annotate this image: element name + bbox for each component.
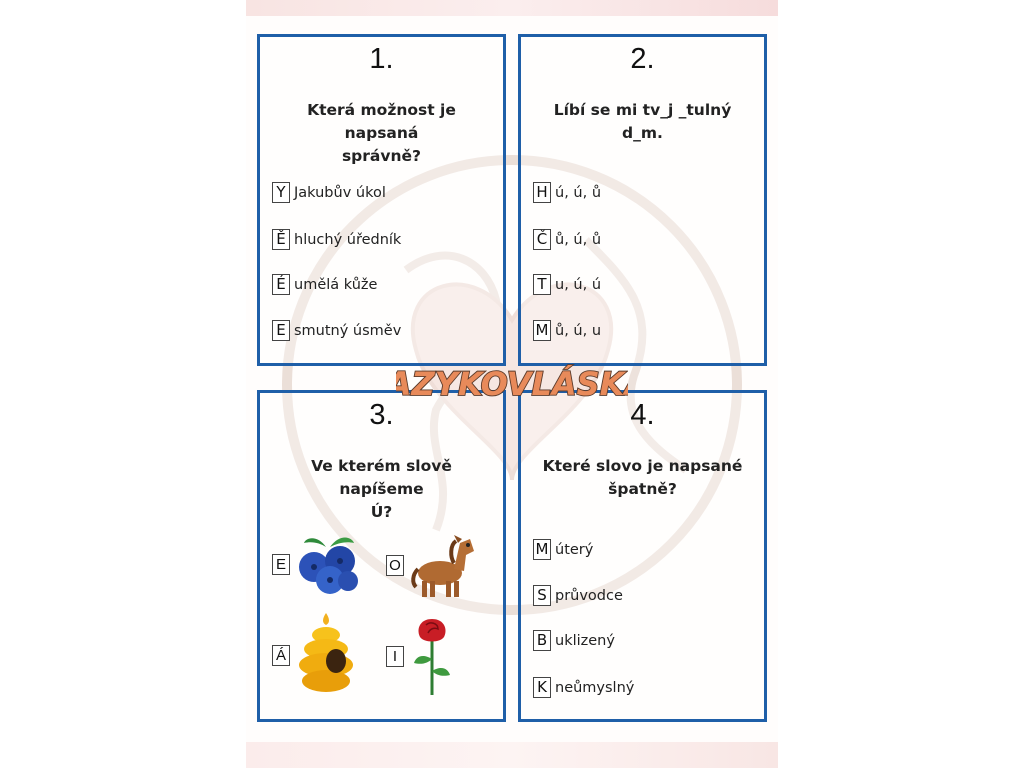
answer-text: uklizený bbox=[555, 632, 615, 649]
question-text: Líbí se mi tv_j _tulný d_m. bbox=[533, 99, 752, 145]
question-line-1: Líbí se mi tv_j _tulný d_m. bbox=[553, 101, 732, 142]
question-card-3: 3. Ve kterém slově napíšeme Ú? E O bbox=[257, 390, 506, 722]
answer-text: průvodce bbox=[555, 587, 623, 604]
answer-option[interactable]: Č ů, ú, ů bbox=[533, 229, 601, 250]
answer-option[interactable]: E smutný úsměv bbox=[272, 320, 401, 341]
answer-option[interactable]: É umělá kůže bbox=[272, 274, 377, 295]
question-card-2: 2. Líbí se mi tv_j _tulný d_m. H ú, ú, ů… bbox=[518, 34, 767, 366]
answer-letter-box: H bbox=[533, 182, 551, 203]
answer-letter-box: Á bbox=[272, 644, 290, 666]
picture-option[interactable]: Á bbox=[272, 613, 356, 697]
beehive-icon bbox=[299, 613, 353, 692]
logo-text: JAZYKOVLÁSKA bbox=[396, 365, 628, 403]
answer-text: ú, ú, ů bbox=[555, 184, 602, 201]
answer-letter-box: M bbox=[533, 320, 551, 341]
answer-text: ů, ú, ů bbox=[555, 231, 602, 248]
worksheet-page: 1. Která možnost je napsaná správně? Y J… bbox=[246, 0, 778, 768]
question-line-1: Které slovo je napsané bbox=[542, 457, 743, 475]
question-card-4: 4. Které slovo je napsané špatně? M úter… bbox=[518, 390, 767, 722]
question-line-1: Která možnost je napsaná bbox=[307, 101, 456, 142]
answer-option[interactable]: B uklizený bbox=[533, 630, 615, 651]
question-line-2: špatně? bbox=[608, 480, 677, 498]
answer-letter-box: B bbox=[533, 630, 551, 651]
answer-letter-box: Y bbox=[272, 182, 290, 203]
globe-heart-watermark-icon bbox=[282, 155, 742, 615]
horse-icon bbox=[411, 535, 474, 597]
answer-text: umělá kůže bbox=[294, 276, 378, 293]
answer-letter-box: É bbox=[272, 274, 290, 295]
question-number: 1. bbox=[369, 43, 394, 75]
picture-option[interactable]: O bbox=[386, 529, 476, 601]
answer-letter-box: Ě bbox=[272, 229, 290, 250]
answer-option[interactable]: Y Jakubův úkol bbox=[272, 182, 386, 203]
rose-icon bbox=[414, 619, 450, 695]
question-text: Které slovo je napsané špatně? bbox=[533, 455, 752, 501]
question-line-2: Ú? bbox=[370, 503, 393, 521]
question-number: 2. bbox=[630, 43, 655, 75]
picture-option[interactable]: I bbox=[386, 615, 454, 697]
top-decor-strip bbox=[246, 0, 778, 16]
answer-option[interactable]: M úterý bbox=[533, 539, 593, 560]
answer-option[interactable]: T u, ú, ú bbox=[533, 274, 601, 295]
question-number: 3. bbox=[369, 399, 394, 431]
answer-letter-box: O bbox=[386, 554, 404, 576]
question-line-2: správně? bbox=[341, 147, 422, 165]
picture-option[interactable]: E bbox=[272, 533, 362, 595]
answer-letter-box: Č bbox=[533, 229, 551, 250]
answer-letter-box: I bbox=[386, 645, 404, 667]
answer-text: úterý bbox=[555, 541, 594, 558]
answer-text: neůmyslný bbox=[555, 679, 635, 696]
answer-letter-box: T bbox=[533, 274, 551, 295]
question-text: Která možnost je napsaná správně? bbox=[272, 99, 491, 168]
answer-letter-box: E bbox=[272, 553, 290, 575]
question-number: 4. bbox=[630, 399, 655, 431]
answer-text: hluchý úředník bbox=[294, 231, 402, 248]
answer-text: smutný úsměv bbox=[294, 322, 402, 339]
answer-letter-box: M bbox=[533, 539, 551, 560]
answer-option[interactable]: K neůmyslný bbox=[533, 677, 634, 698]
answer-option[interactable]: M ů, ú, u bbox=[533, 320, 601, 341]
jazykovlaska-logo: JAZYKOVLÁSKA bbox=[396, 364, 628, 404]
answer-letter-box: K bbox=[533, 677, 551, 698]
question-card-1: 1. Která možnost je napsaná správně? Y J… bbox=[257, 34, 506, 366]
blueberries-icon bbox=[299, 537, 358, 594]
answer-text: ů, ú, u bbox=[555, 322, 602, 339]
answer-text: Jakubův úkol bbox=[294, 184, 386, 201]
answer-option[interactable]: Ě hluchý úředník bbox=[272, 229, 401, 250]
answer-letter-box: S bbox=[533, 585, 551, 606]
bottom-decor-strip bbox=[246, 742, 778, 768]
question-line-1: Ve kterém slově napíšeme bbox=[311, 457, 452, 498]
answer-letter-box: E bbox=[272, 320, 290, 341]
answer-option[interactable]: S průvodce bbox=[533, 585, 623, 606]
answer-option[interactable]: H ú, ú, ů bbox=[533, 182, 601, 203]
question-text: Ve kterém slově napíšeme Ú? bbox=[272, 455, 491, 524]
answer-text: u, ú, ú bbox=[555, 276, 602, 293]
